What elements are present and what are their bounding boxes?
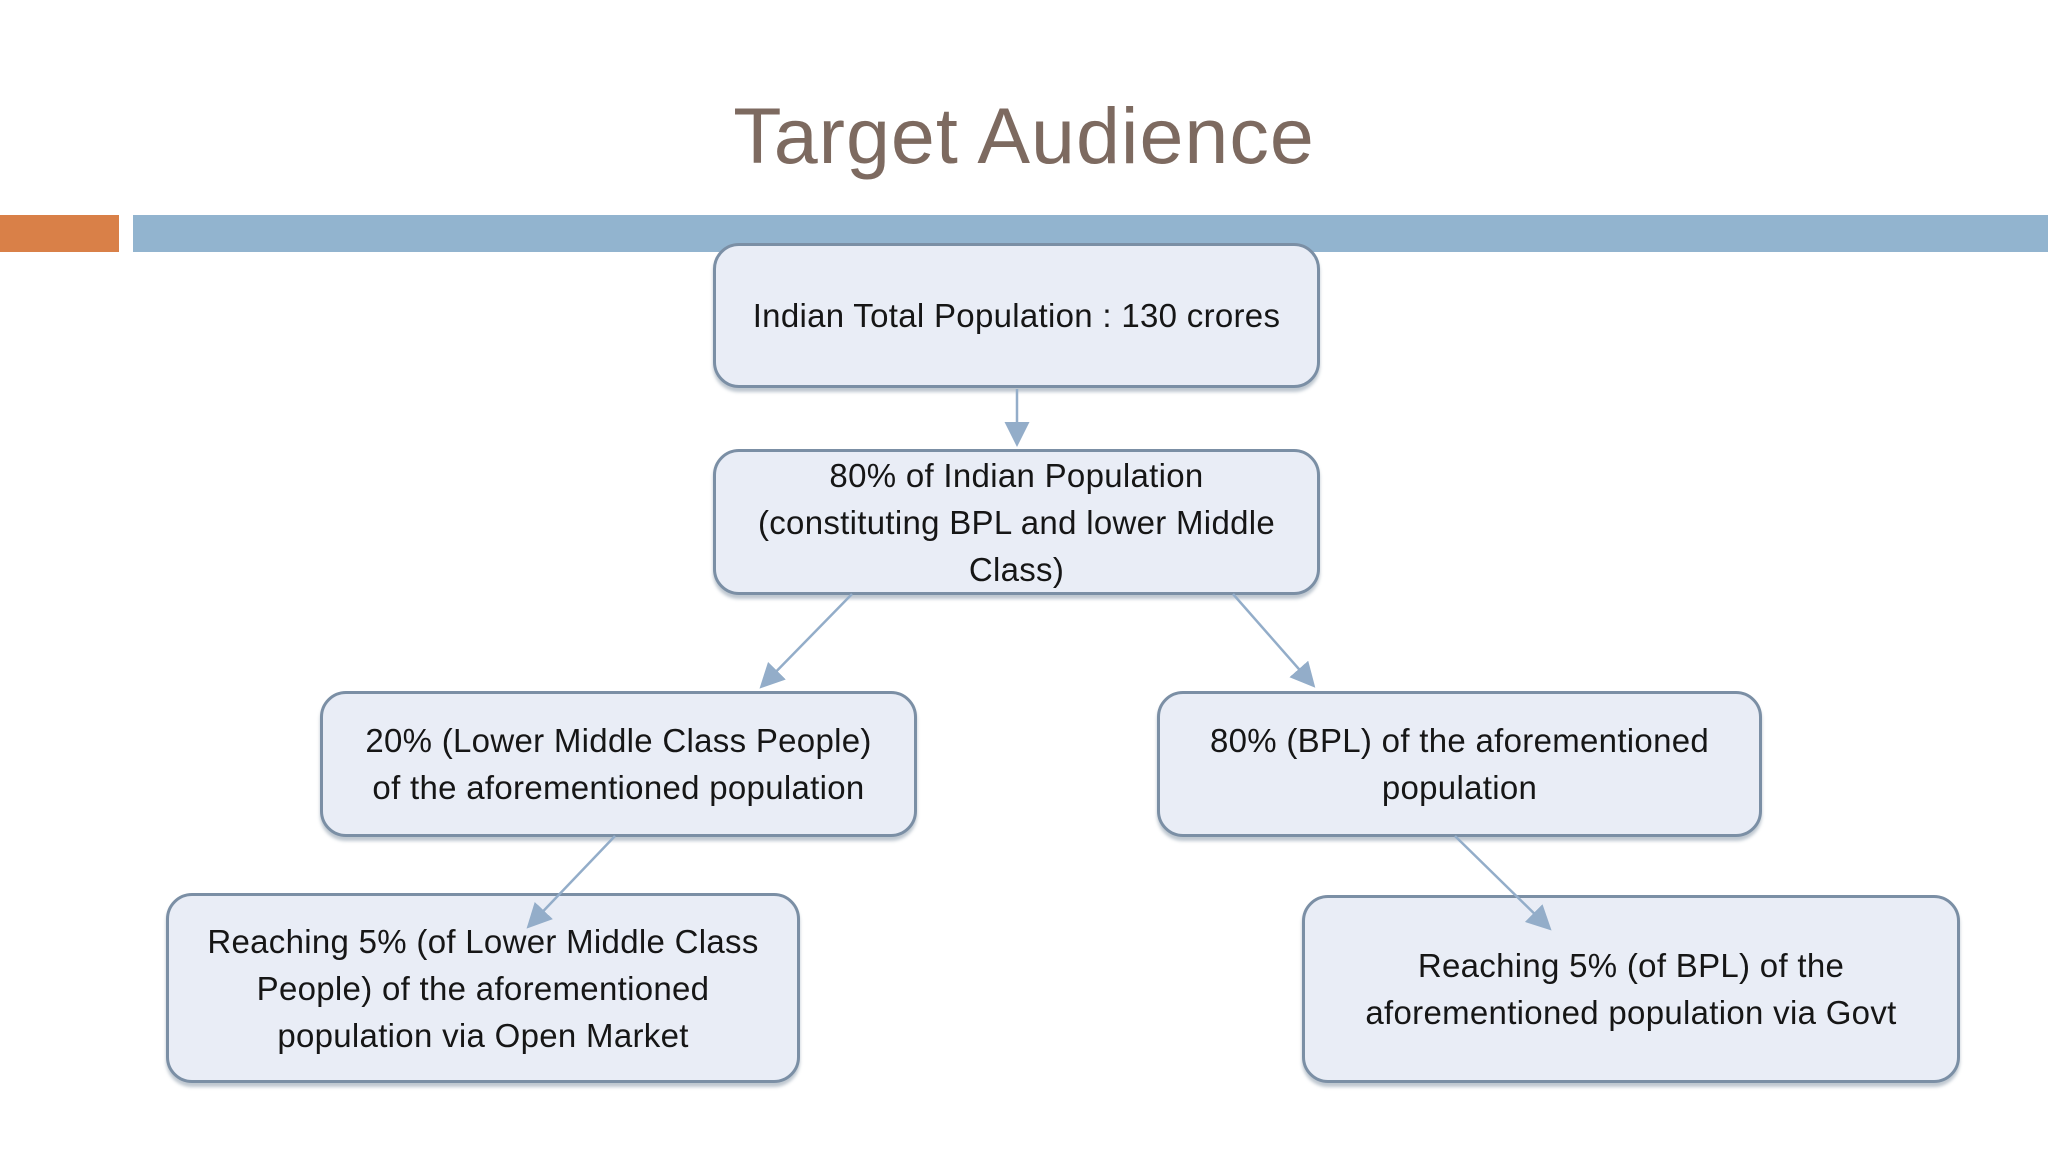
node-text-line: Class) <box>968 550 1065 588</box>
node-text-line: 80% (BPL) of the aforementioned <box>1209 722 1710 759</box>
node-population-80pct: 80% of Indian Population (constituting B… <box>713 449 1320 595</box>
node-text-line: Reaching 5% (of Lower Middle Class <box>207 922 759 960</box>
node-text-line: of the aforementioned population <box>372 769 865 806</box>
node-text-line: population <box>1381 769 1538 806</box>
node-text-line: (constituting BPL and lower Middle <box>757 503 1276 541</box>
node-reach-lmc: Reaching 5% (of Lower Middle Class Peopl… <box>166 893 800 1083</box>
page-title: Target Audience <box>733 91 1315 180</box>
node-bpl-80pct: 80% (BPL) of the aforementioned populati… <box>1157 691 1762 837</box>
node-text-line: population via Open Market <box>277 1016 689 1054</box>
node-text-line: aforementioned population via Govt <box>1365 994 1897 1031</box>
node-text-line: People) of the aforementioned <box>256 969 710 1007</box>
connector-eighty-to-lmc <box>759 593 853 689</box>
connector-eighty-to-bpl <box>1232 593 1316 688</box>
node-lower-middle-20pct: 20% (Lower Middle Class People) of the a… <box>320 691 917 837</box>
node-reach-bpl: Reaching 5% (of BPL) of the aforemention… <box>1302 895 1960 1083</box>
node-text-line: 20% (Lower Middle Class People) <box>365 722 872 759</box>
node-total-population: Indian Total Population : 130 crores <box>713 243 1320 388</box>
accent-bar-orange <box>0 215 119 252</box>
node-text-line: Indian Total Population : 130 crores <box>752 297 1281 334</box>
node-text-line: 80% of Indian Population <box>829 456 1204 494</box>
node-text-line: Reaching 5% (of BPL) of the <box>1417 947 1845 984</box>
